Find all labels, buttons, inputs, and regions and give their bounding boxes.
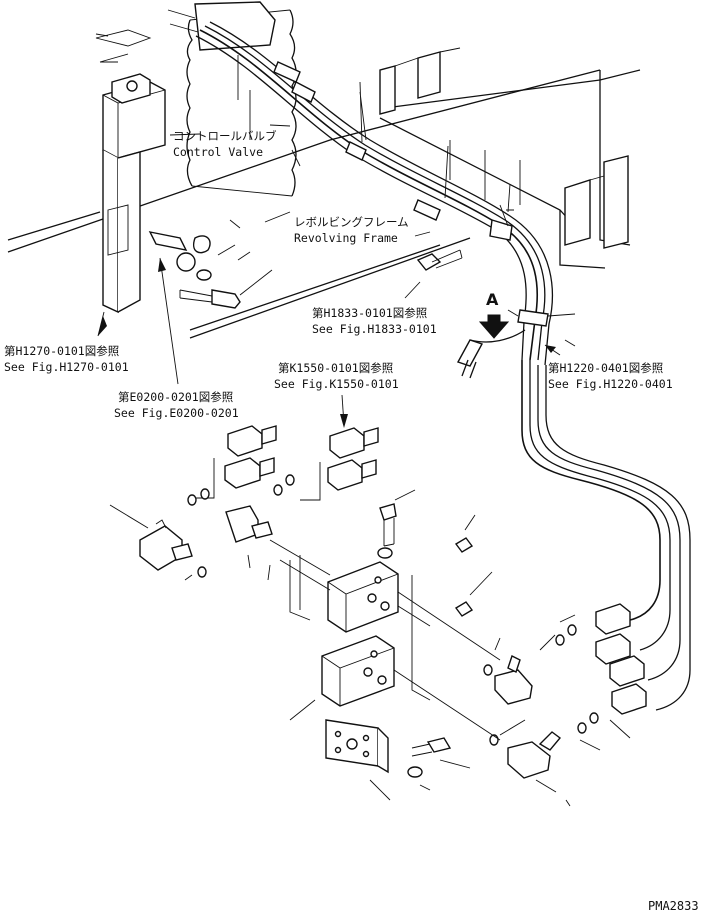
drawing-code: PMA2833: [648, 899, 699, 913]
control-valve-label-en: Control Valve: [173, 145, 263, 159]
control-valve-label-ja: コントロールバルブ: [173, 129, 277, 143]
ref-h1220-en: See Fig.H1220-0401: [548, 377, 673, 391]
control-valve: [167, 1, 297, 197]
revolving-frame-label-ja: レボルビングフレーム: [294, 215, 409, 229]
pressure-switches: [109, 504, 562, 779]
view-a-label: A: [486, 290, 499, 309]
bottom-bracket-plate: [325, 719, 452, 774]
o-rings: [187, 474, 599, 778]
hose-harness: [195, 21, 691, 711]
clamp-bolt-group: [148, 219, 273, 309]
frame-bolt: [416, 249, 463, 271]
ref-h1833-en: See Fig.H1833-0101: [312, 322, 437, 336]
ref-k1550-ja: 第K1550-0101図参照: [278, 361, 393, 375]
revolving-frame-label-en: Revolving Frame: [294, 231, 398, 245]
ref-h1220-ja: 第H1220-0401図参照: [548, 361, 663, 375]
mounting-bolt: [379, 503, 474, 617]
revolving-frame: [7, 47, 641, 339]
ref-e0200-en: See Fig.E0200-0201: [114, 406, 239, 420]
ref-h1270-en: See Fig.H1270-0101: [4, 360, 129, 374]
ref-h1270-ja: 第H1270-0101図参照: [4, 344, 119, 358]
ref-h1833-ja: 第H1833-0101図参照: [312, 306, 427, 320]
ref-e0200-ja: 第E0200-0201図参照: [118, 390, 233, 404]
leader-lines: [95, 33, 631, 807]
lever-housing: [95, 29, 166, 314]
view-a-arrow: [478, 314, 510, 339]
hose-fittings-left: [196, 425, 379, 501]
valve-blocks: [269, 539, 501, 741]
annotations: コントロールバルブ Control Valve レボルビングフレーム Revol…: [4, 129, 699, 913]
hose-fittings-right: [595, 603, 647, 715]
ref-k1550-en: See Fig.K1550-0101: [274, 377, 399, 391]
